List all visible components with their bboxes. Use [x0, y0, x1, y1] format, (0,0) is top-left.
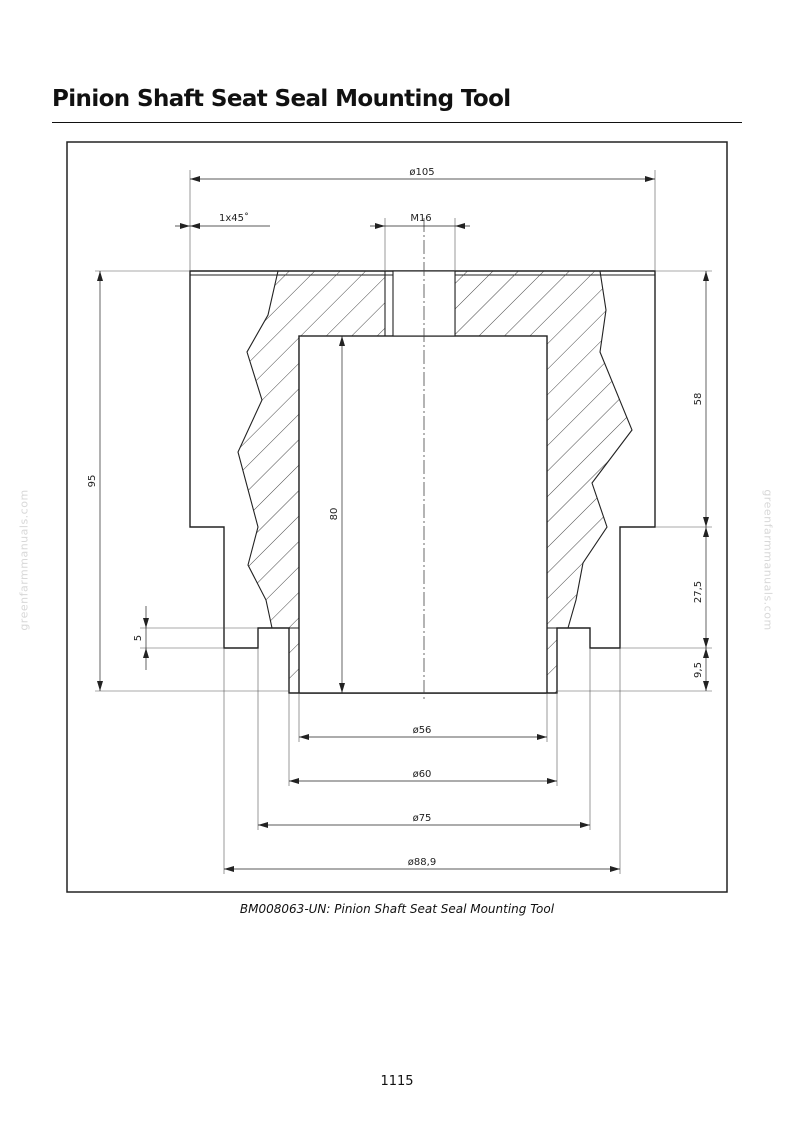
dim-total-height: 95: [87, 475, 98, 488]
dim-chamfer: 1x45˚: [219, 212, 249, 224]
watermark-right: greenfarmmanuals.com: [761, 489, 775, 631]
bore: [298, 335, 548, 694]
dim-outer-diameter: ø105: [409, 167, 434, 178]
dim-lower-height: 27,5: [693, 581, 704, 603]
page-number: 1115: [380, 1074, 414, 1089]
dim-bore-depth: 80: [329, 508, 340, 521]
drawing-frame: [66, 141, 728, 893]
dim-inner-diameter: ø60: [413, 769, 432, 780]
page-title: Pinion Shaft Seat Seal Mounting Tool: [52, 86, 511, 112]
title-divider: [52, 122, 742, 123]
dim-thread: M16: [410, 213, 431, 224]
dim-bottom-step: 9,5: [693, 662, 704, 678]
right-lip-hatch: [546, 627, 558, 694]
thread-hole: [392, 270, 456, 337]
dim-bore-diameter: ø56: [413, 725, 432, 736]
figure-caption: BM008063-UN: Pinion Shaft Seat Seal Moun…: [239, 902, 555, 916]
dim-upper-height: 58: [693, 393, 704, 406]
extension-lines: [95, 170, 712, 874]
arrowheads: [97, 176, 709, 872]
dim-lip: 5: [133, 635, 144, 641]
watermark-left: greenfarmmanuals.com: [17, 489, 31, 631]
dim-step-diameter: ø75: [413, 813, 432, 824]
dim-lower-diameter: ø88,9: [408, 857, 436, 868]
left-lip-hatch: [288, 627, 300, 694]
technical-drawing: ø105 1x45˚ M16 95 58 80 27,5 9,5 5 ø56 ø…: [66, 141, 728, 893]
